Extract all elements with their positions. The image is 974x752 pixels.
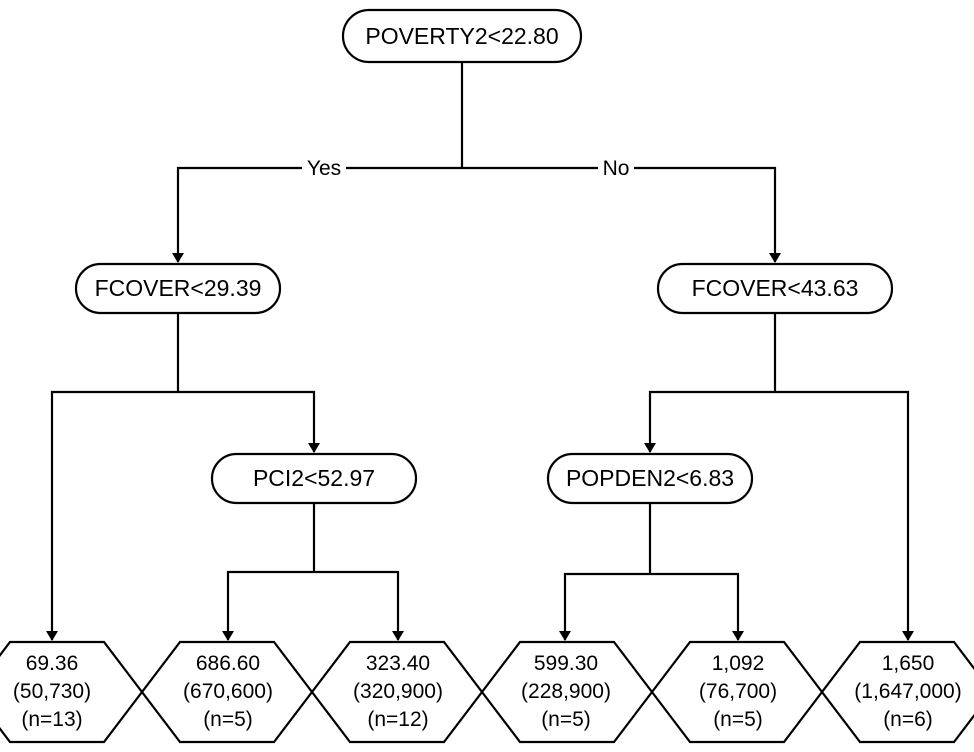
leaf-1-total: (50,730) [13, 680, 91, 703]
leaf-2-total: (670,600) [183, 680, 273, 703]
leaf-4-count: (n=5) [541, 708, 591, 731]
leaf-6-count: (n=6) [883, 708, 933, 731]
edge-left-to-pci [178, 390, 320, 453]
edge-root-no [462, 166, 781, 263]
edge-popden-to-leaf4 [559, 572, 650, 641]
leaf-node-1: 69.36 (50,730) (n=13) [0, 640, 144, 744]
edge-right-to-leaf6 [775, 390, 914, 641]
branch-label-no: No [603, 157, 630, 180]
decision-node-right: FCOVER<43.63 [656, 262, 894, 315]
edge-right-to-popden [644, 390, 775, 453]
leaf-2-count: (n=5) [203, 708, 253, 731]
leaf-3-value: 323.40 [366, 652, 430, 675]
decision-label-right: FCOVER<43.63 [692, 275, 859, 301]
branch-labels: Yes No [302, 154, 634, 180]
edge-left-to-leaf1 [46, 390, 178, 641]
leaf-1-value: 69.36 [26, 652, 79, 675]
leaf-5-count: (n=5) [713, 708, 763, 731]
leaf-5-value: 1,092 [712, 652, 765, 675]
leaf-2-value: 686.60 [196, 652, 260, 675]
leaf-3-count: (n=12) [367, 708, 428, 731]
leaf-node-6: 1,650 (1,647,000) (n=6) [820, 640, 974, 744]
leaf-6-value: 1,650 [882, 652, 935, 675]
leaf-node-4: 599.30 (228,900) (n=5) [480, 640, 654, 744]
decision-node-popden: POPDEN2<6.83 [546, 452, 754, 505]
decision-node-left: FCOVER<29.39 [74, 262, 282, 315]
leaf-3-total: (320,900) [353, 680, 443, 703]
leaf-4-total: (228,900) [521, 680, 611, 703]
edge-popden-to-leaf5 [650, 572, 744, 641]
decision-node-pci: PCI2<52.97 [210, 452, 418, 505]
leaf-4-value: 599.30 [534, 652, 598, 675]
edge-root-yes [172, 166, 462, 263]
leaf-5-total: (76,700) [699, 680, 777, 703]
branch-label-yes: Yes [307, 157, 341, 180]
leaf-6-total: (1,647,000) [854, 680, 961, 703]
leaf-node-5: 1,092 (76,700) (n=5) [650, 640, 824, 744]
decision-label-left: FCOVER<29.39 [95, 275, 262, 301]
decision-label-root: POVERTY2<22.80 [365, 23, 558, 49]
decision-node-root: POVERTY2<22.80 [341, 8, 583, 64]
edge-pci-to-leaf2 [222, 570, 314, 641]
leaf-1-count: (n=13) [21, 708, 82, 731]
decision-label-pci: PCI2<52.97 [253, 465, 375, 491]
decision-label-popden: POPDEN2<6.83 [566, 465, 734, 491]
leaf-node-3: 323.40 (320,900) (n=12) [310, 640, 484, 744]
leaf-node-2: 686.60 (670,600) (n=5) [140, 640, 314, 744]
edges [46, 62, 914, 641]
edge-pci-to-leaf3 [314, 570, 404, 641]
